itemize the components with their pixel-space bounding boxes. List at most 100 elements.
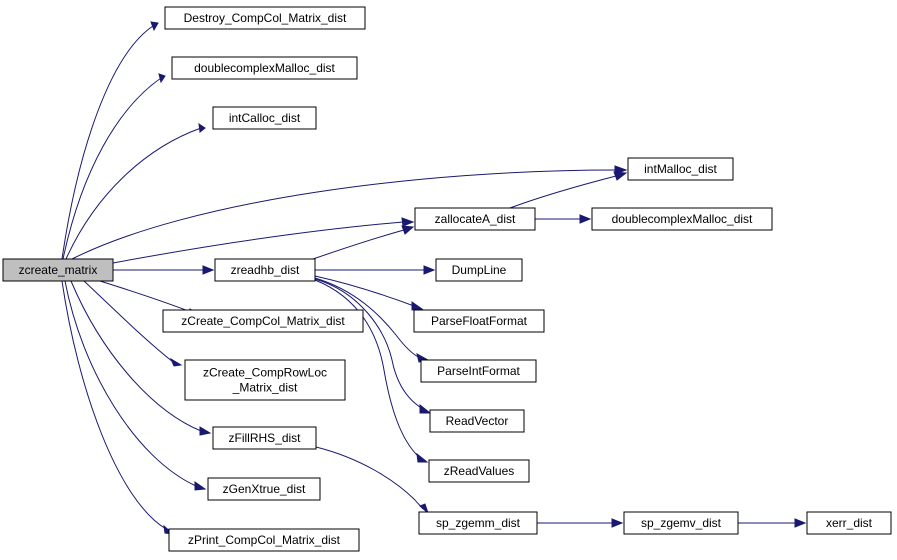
- edge-line: [314, 277, 421, 359]
- node-box: [414, 207, 536, 231]
- edge-zcreate-matrix-to-intmalloc-dist: [71, 165, 628, 260]
- arrowhead-icon: [401, 217, 415, 227]
- edge-line: [314, 275, 415, 307]
- node-zreadvalues[interactable]: zReadValues: [428, 459, 530, 483]
- arrowhead-icon: [150, 21, 159, 32]
- node-zfillrhs-dist[interactable]: zFillRHS_dist: [212, 426, 317, 450]
- node-dumpline[interactable]: DumpLine: [435, 258, 523, 282]
- node-zcreate-comprowloc-matrix-dist[interactable]: zCreate_CompRowLoc_Matrix_dist: [184, 359, 346, 401]
- node-box: [591, 207, 773, 231]
- edge-line: [312, 229, 405, 260]
- edge-zcreate-matrix-to-destroy-compcol-matrix-dist: [61, 21, 159, 260]
- edge-zcreate-matrix-to-zreadhb-dist: [113, 265, 215, 275]
- node-label: sp_zgemm_dist: [436, 516, 521, 530]
- arrowhead-icon: [416, 452, 429, 463]
- node-parsefloatformat[interactable]: ParseFloatFormat: [413, 309, 545, 333]
- node-box: [162, 309, 364, 333]
- node-doublecomplexmalloc-dist-1[interactable]: doublecomplexMalloc_dist: [171, 56, 358, 80]
- edge-zcreate-matrix-to-zgenxtrue-dist: [64, 280, 207, 491]
- node-label: DumpLine: [452, 263, 507, 277]
- edge-line: [70, 280, 202, 432]
- node-label: Destroy_CompCol_Matrix_dist: [184, 11, 347, 25]
- node-sp-zgemv-dist[interactable]: sp_zgemv_dist: [623, 511, 739, 535]
- node-zgenxtrue-dist[interactable]: zGenXtrue_dist: [207, 477, 321, 501]
- node-label: _Matrix_dist: [232, 381, 298, 395]
- node-box: [164, 6, 366, 30]
- node-label: zPrint_CompCol_Matrix_dist: [188, 533, 341, 547]
- edge-zcreate-matrix-to-doublecomplexmalloc-dist-1: [62, 73, 166, 260]
- arrowhead-icon: [419, 503, 430, 515]
- edge-line: [314, 279, 421, 459]
- arrowhead-icon: [202, 265, 215, 275]
- node-label: xerr_dist: [826, 516, 873, 530]
- edge-line: [62, 77, 162, 260]
- edge-zcreate-matrix-to-zallocatea-dist: [112, 217, 415, 264]
- edge-sp-zgemv-dist-to-xerr-dist: [738, 518, 807, 528]
- node-box: [171, 56, 358, 80]
- node-label: ParseIntFormat: [437, 364, 520, 378]
- edge-line: [314, 278, 424, 410]
- arrowhead-icon: [194, 481, 207, 491]
- node-box: [212, 106, 317, 130]
- node-intmalloc-dist[interactable]: intMalloc_dist: [627, 157, 734, 181]
- node-destroy-compcol-matrix-dist[interactable]: Destroy_CompCol_Matrix_dist: [164, 6, 366, 30]
- arrowhead-icon: [411, 301, 424, 311]
- arrowhead-icon: [199, 426, 212, 436]
- node-label: ReadVector: [446, 414, 509, 428]
- node-label: zReadValues: [444, 464, 515, 478]
- node-label: doublecomplexMalloc_dist: [194, 61, 335, 75]
- edge-zreadhb-dist-to-readvector: [314, 278, 432, 414]
- edge-zreadhb-dist-to-zreadvalues: [314, 279, 429, 463]
- node-box: [428, 459, 530, 483]
- edge-line: [509, 175, 617, 209]
- edge-zcreate-matrix-to-intcalloc-dist: [65, 122, 206, 260]
- node-readvector[interactable]: ReadVector: [429, 409, 525, 433]
- edge-zreadhb-dist-to-dumpline: [315, 265, 436, 275]
- node-parseintformat[interactable]: ParseIntFormat: [420, 359, 537, 383]
- edge-line: [71, 169, 617, 260]
- edge-zreadhb-dist-to-zallocatea-dist: [312, 225, 415, 260]
- node-zallocatea-dist[interactable]: zallocateA_dist: [414, 207, 536, 231]
- node-sp-zgemm-dist[interactable]: sp_zgemm_dist: [418, 511, 538, 535]
- node-box: [168, 528, 360, 552]
- node-label: zcreate_matrix: [19, 263, 98, 277]
- edge-sp-zgemm-dist-to-sp-zgemv-dist: [537, 518, 624, 528]
- node-xerr-dist[interactable]: xerr_dist: [806, 511, 892, 535]
- node-label: zallocateA_dist: [435, 212, 516, 226]
- edge-line: [112, 221, 404, 264]
- node-box: [214, 258, 316, 282]
- node-label: zGenXtrue_dist: [223, 482, 306, 496]
- edge-line: [61, 25, 154, 260]
- arrowhead-icon: [579, 214, 592, 224]
- arrowhead-icon: [611, 518, 624, 528]
- node-box: [627, 157, 734, 181]
- node-zreadhb-dist[interactable]: zreadhb_dist: [214, 258, 316, 282]
- call-graph-edges: [61, 21, 807, 535]
- edge-zfillrhs-dist-to-sp-zgemm-dist: [315, 446, 430, 515]
- node-box: [418, 511, 538, 535]
- edge-line: [83, 280, 174, 363]
- node-label: zCreate_CompRowLoc: [203, 366, 327, 380]
- arrowhead-icon: [401, 225, 415, 235]
- node-zcreate-compcol-matrix-dist[interactable]: zCreate_CompCol_Matrix_dist: [162, 309, 364, 333]
- node-box: [435, 258, 523, 282]
- node-box: [806, 511, 892, 535]
- node-label: zreadhb_dist: [231, 263, 300, 277]
- node-doublecomplexmalloc-dist-2[interactable]: doublecomplexMalloc_dist: [591, 207, 773, 231]
- node-label: intMalloc_dist: [644, 162, 717, 176]
- node-label: doublecomplexMalloc_dist: [612, 212, 753, 226]
- node-label: ParseFloatFormat: [431, 314, 528, 328]
- edge-line: [64, 280, 197, 487]
- node-box: [2, 258, 114, 282]
- edge-zcreate-matrix-to-zfillrhs-dist: [70, 280, 212, 436]
- node-box: [212, 426, 317, 450]
- edge-zcreate-matrix-to-zprint-compcol-matrix-dist: [61, 280, 175, 535]
- edge-line: [315, 446, 424, 510]
- node-label: zFillRHS_dist: [228, 431, 301, 445]
- node-zprint-compcol-matrix-dist[interactable]: zPrint_CompCol_Matrix_dist: [168, 528, 360, 552]
- node-zcreate-matrix[interactable]: zcreate_matrix: [2, 258, 114, 282]
- node-box: [207, 477, 321, 501]
- edge-zreadhb-dist-to-parsefloatformat: [314, 275, 424, 311]
- node-intcalloc-dist[interactable]: intCalloc_dist: [212, 106, 317, 130]
- edge-line: [65, 127, 202, 260]
